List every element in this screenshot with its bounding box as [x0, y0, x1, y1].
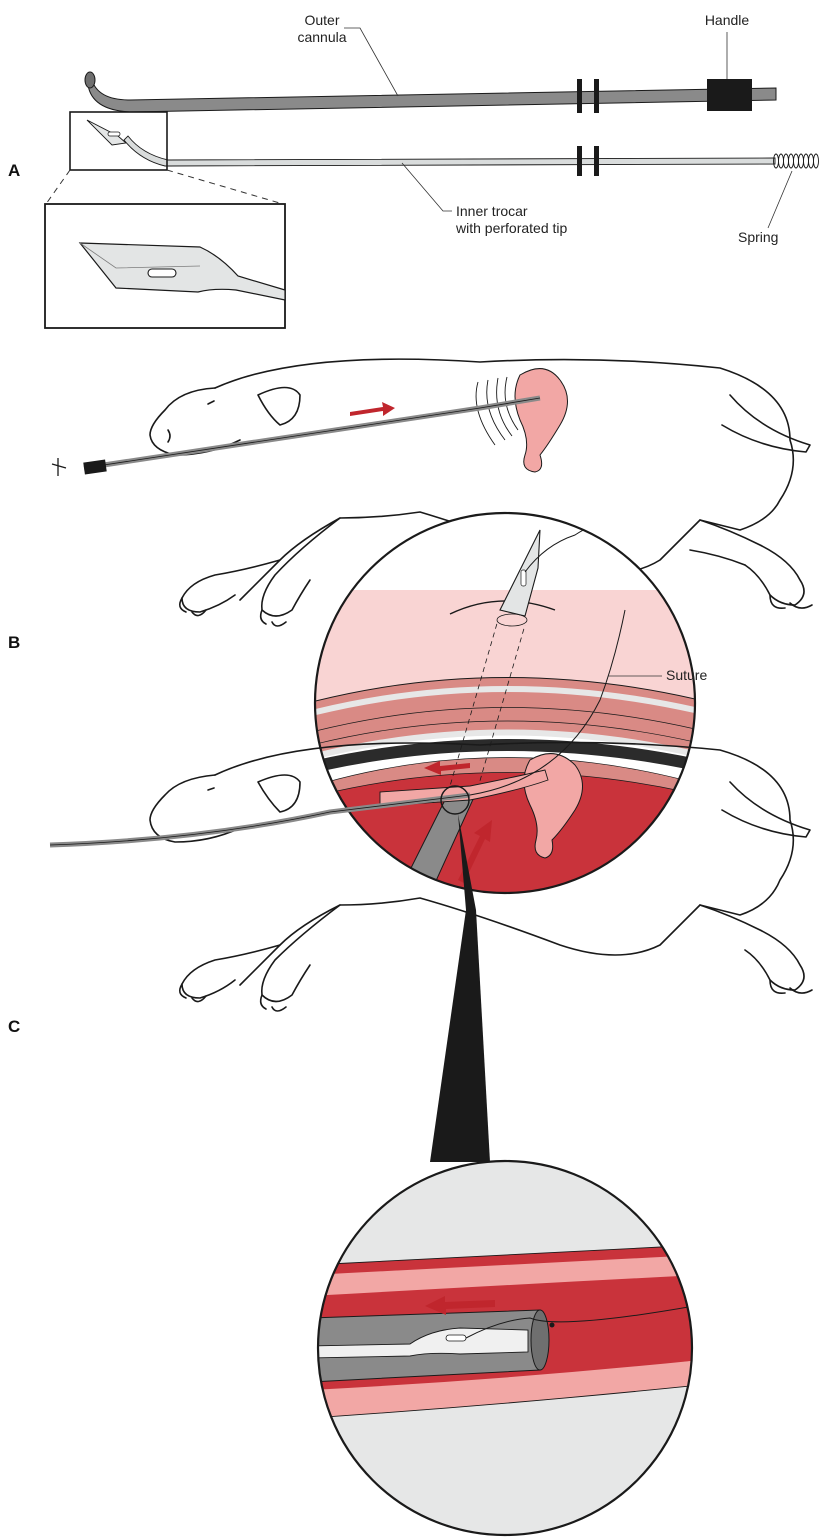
red-arrow-icon: [350, 402, 395, 416]
panel-b-insertion: B: [8, 359, 812, 920]
cannula-break-mark: [577, 79, 582, 113]
leader-outer-cannula: [344, 28, 398, 96]
trocar-break-mark: [594, 146, 599, 176]
cannula-break-mark: [594, 79, 599, 113]
zoom-line: [46, 170, 70, 204]
label-handle: Handle: [705, 12, 750, 28]
cannula-handle: [83, 460, 106, 475]
zoom-line: [167, 170, 283, 204]
label-outer-cannula-1: Outer: [304, 12, 339, 28]
panel-label-a: A: [8, 161, 20, 180]
panel-a-instrument: A: [8, 12, 819, 328]
inner-trocar: [87, 120, 819, 176]
rib-lines: [476, 377, 518, 445]
leader-inner-trocar: [402, 163, 452, 211]
leader-spring: [768, 171, 792, 228]
trocar-end: [52, 458, 66, 476]
trocar-tip: [87, 120, 126, 145]
tip-perforation: [148, 269, 176, 277]
target-organ: [515, 369, 568, 472]
panel-label-b: B: [8, 633, 20, 652]
magnified-trocar-tip: [45, 204, 285, 328]
trocar-break-mark: [577, 146, 582, 176]
insertion-detail-circle: [300, 500, 720, 920]
panel-label-c: C: [8, 1017, 20, 1036]
outer-cannula: [85, 72, 776, 113]
label-inner-trocar-1: Inner trocar: [456, 203, 528, 219]
cannula-handle: [707, 79, 752, 111]
label-suture: Suture: [666, 667, 707, 683]
spring-coil-icon: [774, 154, 819, 168]
label-inner-trocar-2: with perforated tip: [455, 220, 567, 236]
withdrawal-detail-circle: [310, 1160, 710, 1539]
label-outer-cannula-2: cannula: [297, 29, 346, 45]
label-spring: Spring: [738, 229, 778, 245]
